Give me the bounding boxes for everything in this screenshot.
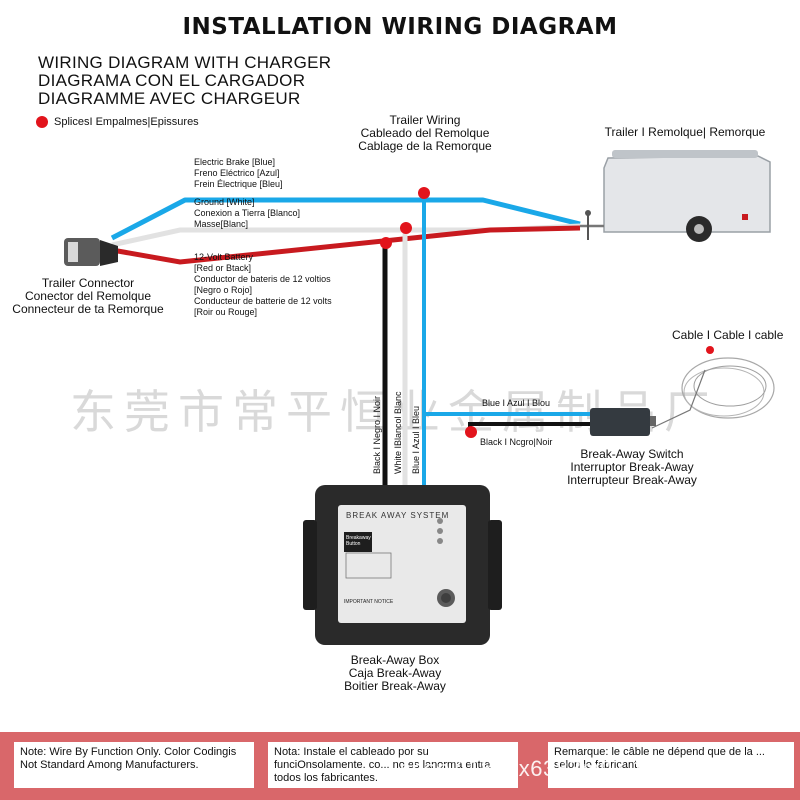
blue-wire-vertical-label: Blue I Azul I Bleu: [411, 405, 421, 474]
brake-wire-label: Electric Brake [Blue]Freno Eléctrico [Az…: [194, 157, 283, 189]
page-title: INSTALLATION WIRING DIAGRAM: [182, 14, 618, 40]
switch-blue-wire-label: Blue I Azul I Blou: [482, 398, 551, 408]
battery-wire-label: 12-Volt Battery[Red or Btack] Conductor …: [194, 252, 332, 317]
note-es: Nota: Instale el cableado por su funciOn…: [268, 742, 518, 788]
black-wire-vertical-label: Black I Negro I Noir: [372, 395, 382, 474]
legend: SplicesI Empalmes|Epissures: [36, 116, 199, 128]
blue-wire: [110, 197, 581, 241]
white-wire-vertical-label: White IBlancol Blanc: [393, 391, 403, 474]
breakaway-box-icon: [303, 485, 502, 645]
note-en: Note: Wire By Function Only. Color Codin…: [14, 742, 254, 788]
subtitle-es: DIAGRAMA CON EL CARGADOR: [38, 71, 306, 90]
switch-black-wire-label: Black I Ncgro|Noir: [480, 437, 553, 447]
trailer-icon: [580, 150, 771, 242]
splice-red: [380, 237, 392, 249]
note-fr: Remarque: le câble ne dépend que de la .…: [548, 742, 794, 788]
trailer-connector-icon: [64, 238, 118, 266]
splice-switch: [465, 426, 477, 438]
breakaway-switch-icon: [590, 408, 656, 436]
legend-label: SplicesI Empalmes|Epissures: [54, 116, 199, 128]
shop-watermark: shop7j1857x6383m97.1688.com: [400, 756, 733, 781]
cable-coil-icon: [651, 346, 775, 429]
box-panel-header: BREAK AWAY SYSTEM: [346, 511, 450, 520]
splice-blue: [418, 187, 430, 199]
box-panel-notice: IMPORTANT NOTICE: [344, 599, 394, 605]
black-switch-wire: [468, 422, 590, 432]
cable-label: Cable I Cable I cable: [672, 328, 784, 342]
splice-white: [400, 222, 412, 234]
red-wire: [111, 225, 581, 265]
trailer-label: Trailer I Remolque| Remorque: [604, 125, 766, 139]
ground-wire-label: Ground [White]Conexion a Tierra [Blanco]…: [194, 197, 301, 229]
splice-legend-icon: [36, 116, 48, 128]
box-panel-button: Breakaway Button: [346, 535, 371, 547]
subtitle-en: WIRING DIAGRAM WITH CHARGER: [38, 53, 332, 72]
subtitle-fr: DIAGRAMME AVEC CHARGEUR: [38, 89, 301, 108]
